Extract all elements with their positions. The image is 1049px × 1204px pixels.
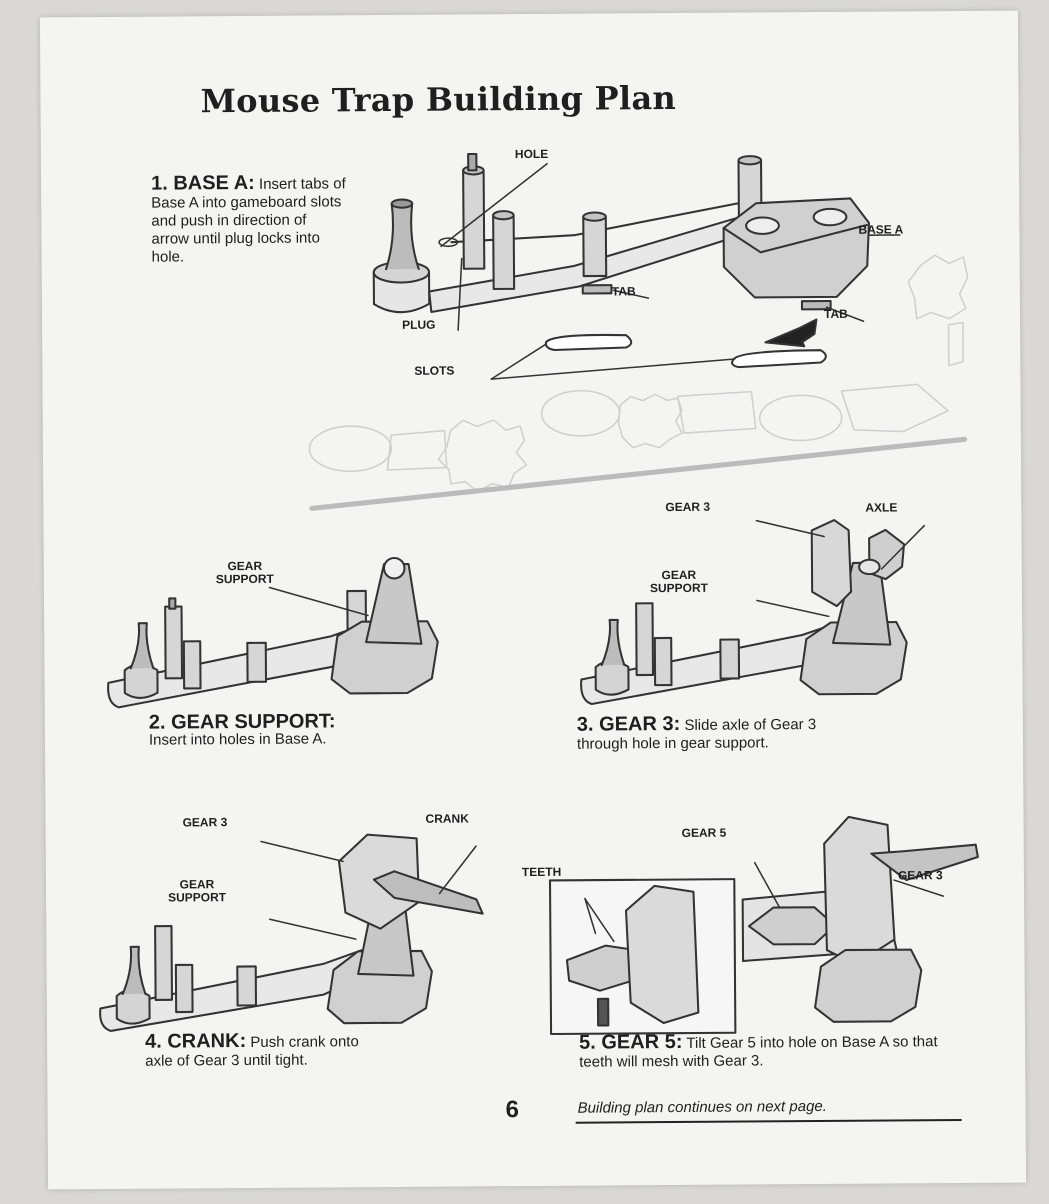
- step-5: 5. GEAR 5: Tilt Gear 5 into hole on Base…: [579, 1031, 939, 1072]
- instruction-sheet: Mouse Trap Building Plan 1. BASE A: Inse…: [39, 10, 1027, 1190]
- label-teeth: TEETH: [521, 864, 562, 880]
- label-gear-support-2: GEAR SUPPORT: [215, 559, 274, 587]
- label-gear-support-3: GEAR SUPPORT: [649, 568, 708, 596]
- step-4-heading: 4. CRANK:: [144, 1030, 247, 1053]
- step-2: 2. GEAR SUPPORT: Insert into holes in Ba…: [148, 710, 409, 750]
- step-3-heading: 3. GEAR 3:: [576, 712, 681, 736]
- step-5-heading: 5. GEAR 5:: [579, 1030, 683, 1054]
- step2-gear-support-drawing: [107, 556, 439, 709]
- label-gear5: GEAR 5: [681, 825, 727, 840]
- page-number: 6: [505, 1096, 520, 1124]
- step4-crank-drawing: [99, 833, 484, 1032]
- step-1: 1. BASE A: Insert tabs of Base A into ga…: [151, 171, 348, 266]
- step3-gear3-drawing: [580, 519, 926, 706]
- label-hole: HOLE: [514, 146, 549, 162]
- label-base-a: BASE A: [858, 222, 904, 237]
- step-3: 3. GEAR 3: Slide axle of Gear 3 through …: [576, 712, 857, 754]
- label-gear3-step4: GEAR 3: [182, 815, 228, 830]
- label-slots: SLOTS: [414, 363, 455, 378]
- label-crank: CRANK: [425, 811, 469, 826]
- label-gear-support-4-line2: SUPPORT: [168, 890, 227, 905]
- step-1-heading: 1. BASE A:: [151, 171, 255, 195]
- page-title: Mouse Trap Building Plan: [200, 78, 677, 121]
- label-gear3-step5: GEAR 3: [897, 868, 943, 883]
- label-plug: PLUG: [402, 317, 436, 332]
- step-2-heading: 2. GEAR SUPPORT:: [148, 710, 336, 734]
- label-gear-support-4: GEAR SUPPORT: [168, 877, 227, 905]
- step-2-text: Insert into holes in Base A.: [148, 730, 327, 749]
- label-gear-support-3-line2: SUPPORT: [649, 580, 708, 596]
- label-gear3-step3: GEAR 3: [665, 499, 711, 515]
- label-gear-support-2-line2: SUPPORT: [215, 571, 274, 587]
- label-tab-2: TAB: [823, 306, 848, 321]
- step1-base-a-drawing: [308, 152, 969, 511]
- label-tab-1: TAB: [611, 284, 636, 299]
- step-4: 4. CRANK: Push crank onto axle of Gear 3…: [144, 1030, 375, 1071]
- label-axle: AXLE: [865, 500, 898, 515]
- step5-gear5-drawing: [548, 815, 979, 1036]
- continues-note: Building plan continues on next page.: [577, 1097, 827, 1117]
